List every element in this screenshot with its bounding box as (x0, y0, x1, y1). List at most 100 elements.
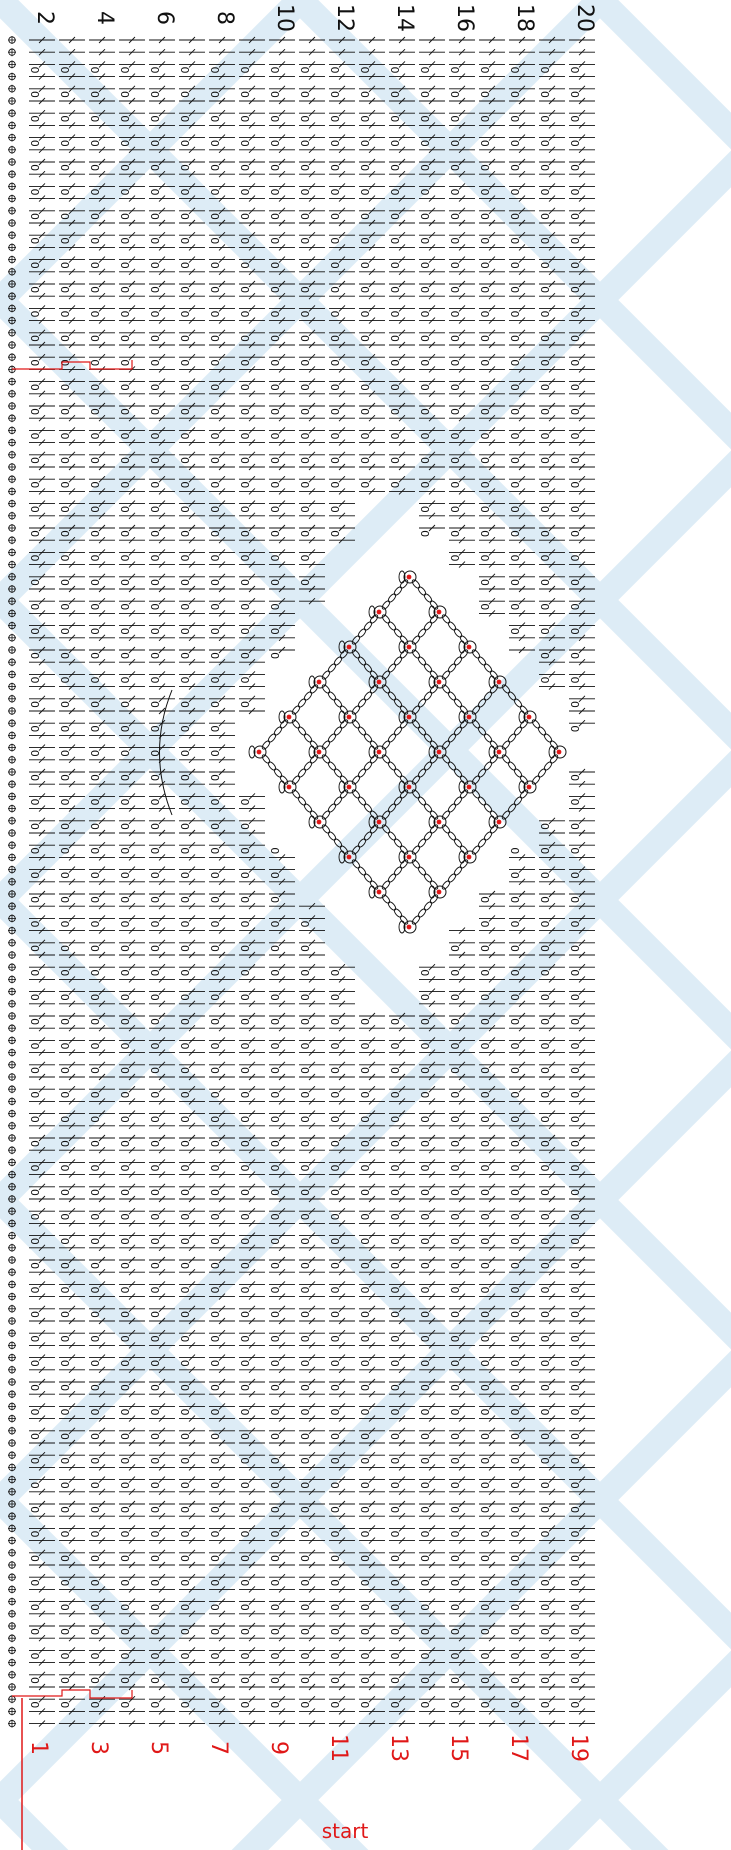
svg-text:0: 0 (29, 286, 42, 293)
top-row-label: 10 (272, 4, 297, 32)
svg-text:0: 0 (119, 1433, 132, 1440)
svg-text:0: 0 (299, 140, 312, 147)
svg-text:0: 0 (179, 1360, 192, 1367)
svg-text:0: 0 (299, 481, 312, 488)
svg-text:0: 0 (89, 433, 102, 440)
svg-text:0: 0 (239, 1335, 252, 1342)
svg-text:0: 0 (89, 579, 102, 586)
svg-text:0: 0 (149, 67, 162, 74)
svg-text:0: 0 (299, 1677, 312, 1684)
svg-text:0: 0 (179, 359, 192, 366)
svg-text:0: 0 (89, 1360, 102, 1367)
svg-text:0: 0 (59, 1262, 72, 1269)
svg-text:0: 0 (29, 750, 42, 757)
svg-text:0: 0 (89, 1262, 102, 1269)
svg-text:0: 0 (359, 237, 372, 244)
svg-text:0: 0 (149, 408, 162, 415)
svg-text:0: 0 (89, 1482, 102, 1489)
svg-text:0: 0 (179, 1213, 192, 1220)
svg-text:0: 0 (359, 164, 372, 171)
svg-text:0: 0 (179, 628, 192, 635)
svg-text:0: 0 (149, 725, 162, 732)
svg-text:0: 0 (299, 1116, 312, 1123)
svg-text:0: 0 (179, 1531, 192, 1538)
svg-text:0: 0 (389, 1384, 402, 1391)
svg-text:0: 0 (179, 701, 192, 708)
svg-text:0: 0 (89, 1018, 102, 1025)
svg-text:0: 0 (179, 1238, 192, 1245)
svg-text:0: 0 (179, 799, 192, 806)
svg-text:0: 0 (389, 1067, 402, 1074)
svg-text:0: 0 (209, 1165, 222, 1172)
svg-text:0: 0 (269, 847, 282, 854)
svg-text:0: 0 (419, 384, 432, 391)
svg-text:0: 0 (209, 213, 222, 220)
svg-text:0: 0 (119, 1628, 132, 1635)
svg-text:0: 0 (269, 1457, 282, 1464)
svg-text:0: 0 (29, 994, 42, 1001)
svg-text:0: 0 (269, 189, 282, 196)
svg-text:0: 0 (209, 1335, 222, 1342)
svg-text:0: 0 (59, 994, 72, 1001)
svg-text:0: 0 (149, 115, 162, 122)
svg-text:0: 0 (299, 1091, 312, 1098)
svg-text:0: 0 (29, 1238, 42, 1245)
svg-text:0: 0 (29, 579, 42, 586)
svg-text:0: 0 (329, 164, 342, 171)
svg-text:0: 0 (29, 530, 42, 537)
svg-text:0: 0 (29, 652, 42, 659)
svg-text:0: 0 (59, 164, 72, 171)
svg-text:0: 0 (149, 750, 162, 757)
svg-text:0: 0 (329, 262, 342, 269)
svg-text:0: 0 (149, 237, 162, 244)
svg-text:0: 0 (419, 1531, 432, 1538)
svg-text:0: 0 (59, 335, 72, 342)
svg-text:0: 0 (209, 774, 222, 781)
svg-text:0: 0 (299, 311, 312, 318)
svg-text:0: 0 (59, 1701, 72, 1708)
svg-text:0: 0 (209, 1628, 222, 1635)
svg-text:0: 0 (59, 1677, 72, 1684)
svg-text:0: 0 (119, 457, 132, 464)
svg-text:0: 0 (359, 1677, 372, 1684)
svg-text:0: 0 (299, 1701, 312, 1708)
svg-text:0: 0 (359, 262, 372, 269)
svg-text:0: 0 (89, 1287, 102, 1294)
svg-text:0: 0 (239, 579, 252, 586)
svg-text:0: 0 (59, 1189, 72, 1196)
svg-text:0: 0 (89, 1384, 102, 1391)
svg-text:0: 0 (29, 945, 42, 952)
svg-text:0: 0 (269, 140, 282, 147)
svg-text:0: 0 (119, 677, 132, 684)
svg-text:0: 0 (59, 1628, 72, 1635)
svg-text:0: 0 (119, 384, 132, 391)
svg-text:0: 0 (389, 115, 402, 122)
svg-text:0: 0 (419, 481, 432, 488)
svg-text:0: 0 (149, 921, 162, 928)
svg-text:0: 0 (209, 579, 222, 586)
svg-text:0: 0 (29, 335, 42, 342)
svg-text:0: 0 (149, 1262, 162, 1269)
svg-text:0: 0 (209, 481, 222, 488)
svg-text:0: 0 (149, 286, 162, 293)
svg-text:0: 0 (29, 1213, 42, 1220)
svg-text:0: 0 (29, 799, 42, 806)
svg-text:0: 0 (299, 1140, 312, 1147)
svg-text:0: 0 (119, 1262, 132, 1269)
svg-text:0: 0 (269, 1531, 282, 1538)
svg-text:0: 0 (299, 1506, 312, 1513)
svg-text:0: 0 (419, 237, 432, 244)
svg-text:0: 0 (359, 115, 372, 122)
svg-text:0: 0 (179, 481, 192, 488)
svg-text:0: 0 (209, 1238, 222, 1245)
svg-text:0: 0 (29, 725, 42, 732)
svg-text:0: 0 (329, 67, 342, 74)
top-row-label: 4 (92, 11, 117, 25)
svg-text:0: 0 (239, 1628, 252, 1635)
svg-text:0: 0 (299, 1238, 312, 1245)
svg-text:0: 0 (389, 1238, 402, 1245)
svg-text:0: 0 (179, 1604, 192, 1611)
top-row-label: 16 (452, 4, 477, 32)
svg-text:0: 0 (239, 237, 252, 244)
svg-text:0: 0 (179, 774, 192, 781)
